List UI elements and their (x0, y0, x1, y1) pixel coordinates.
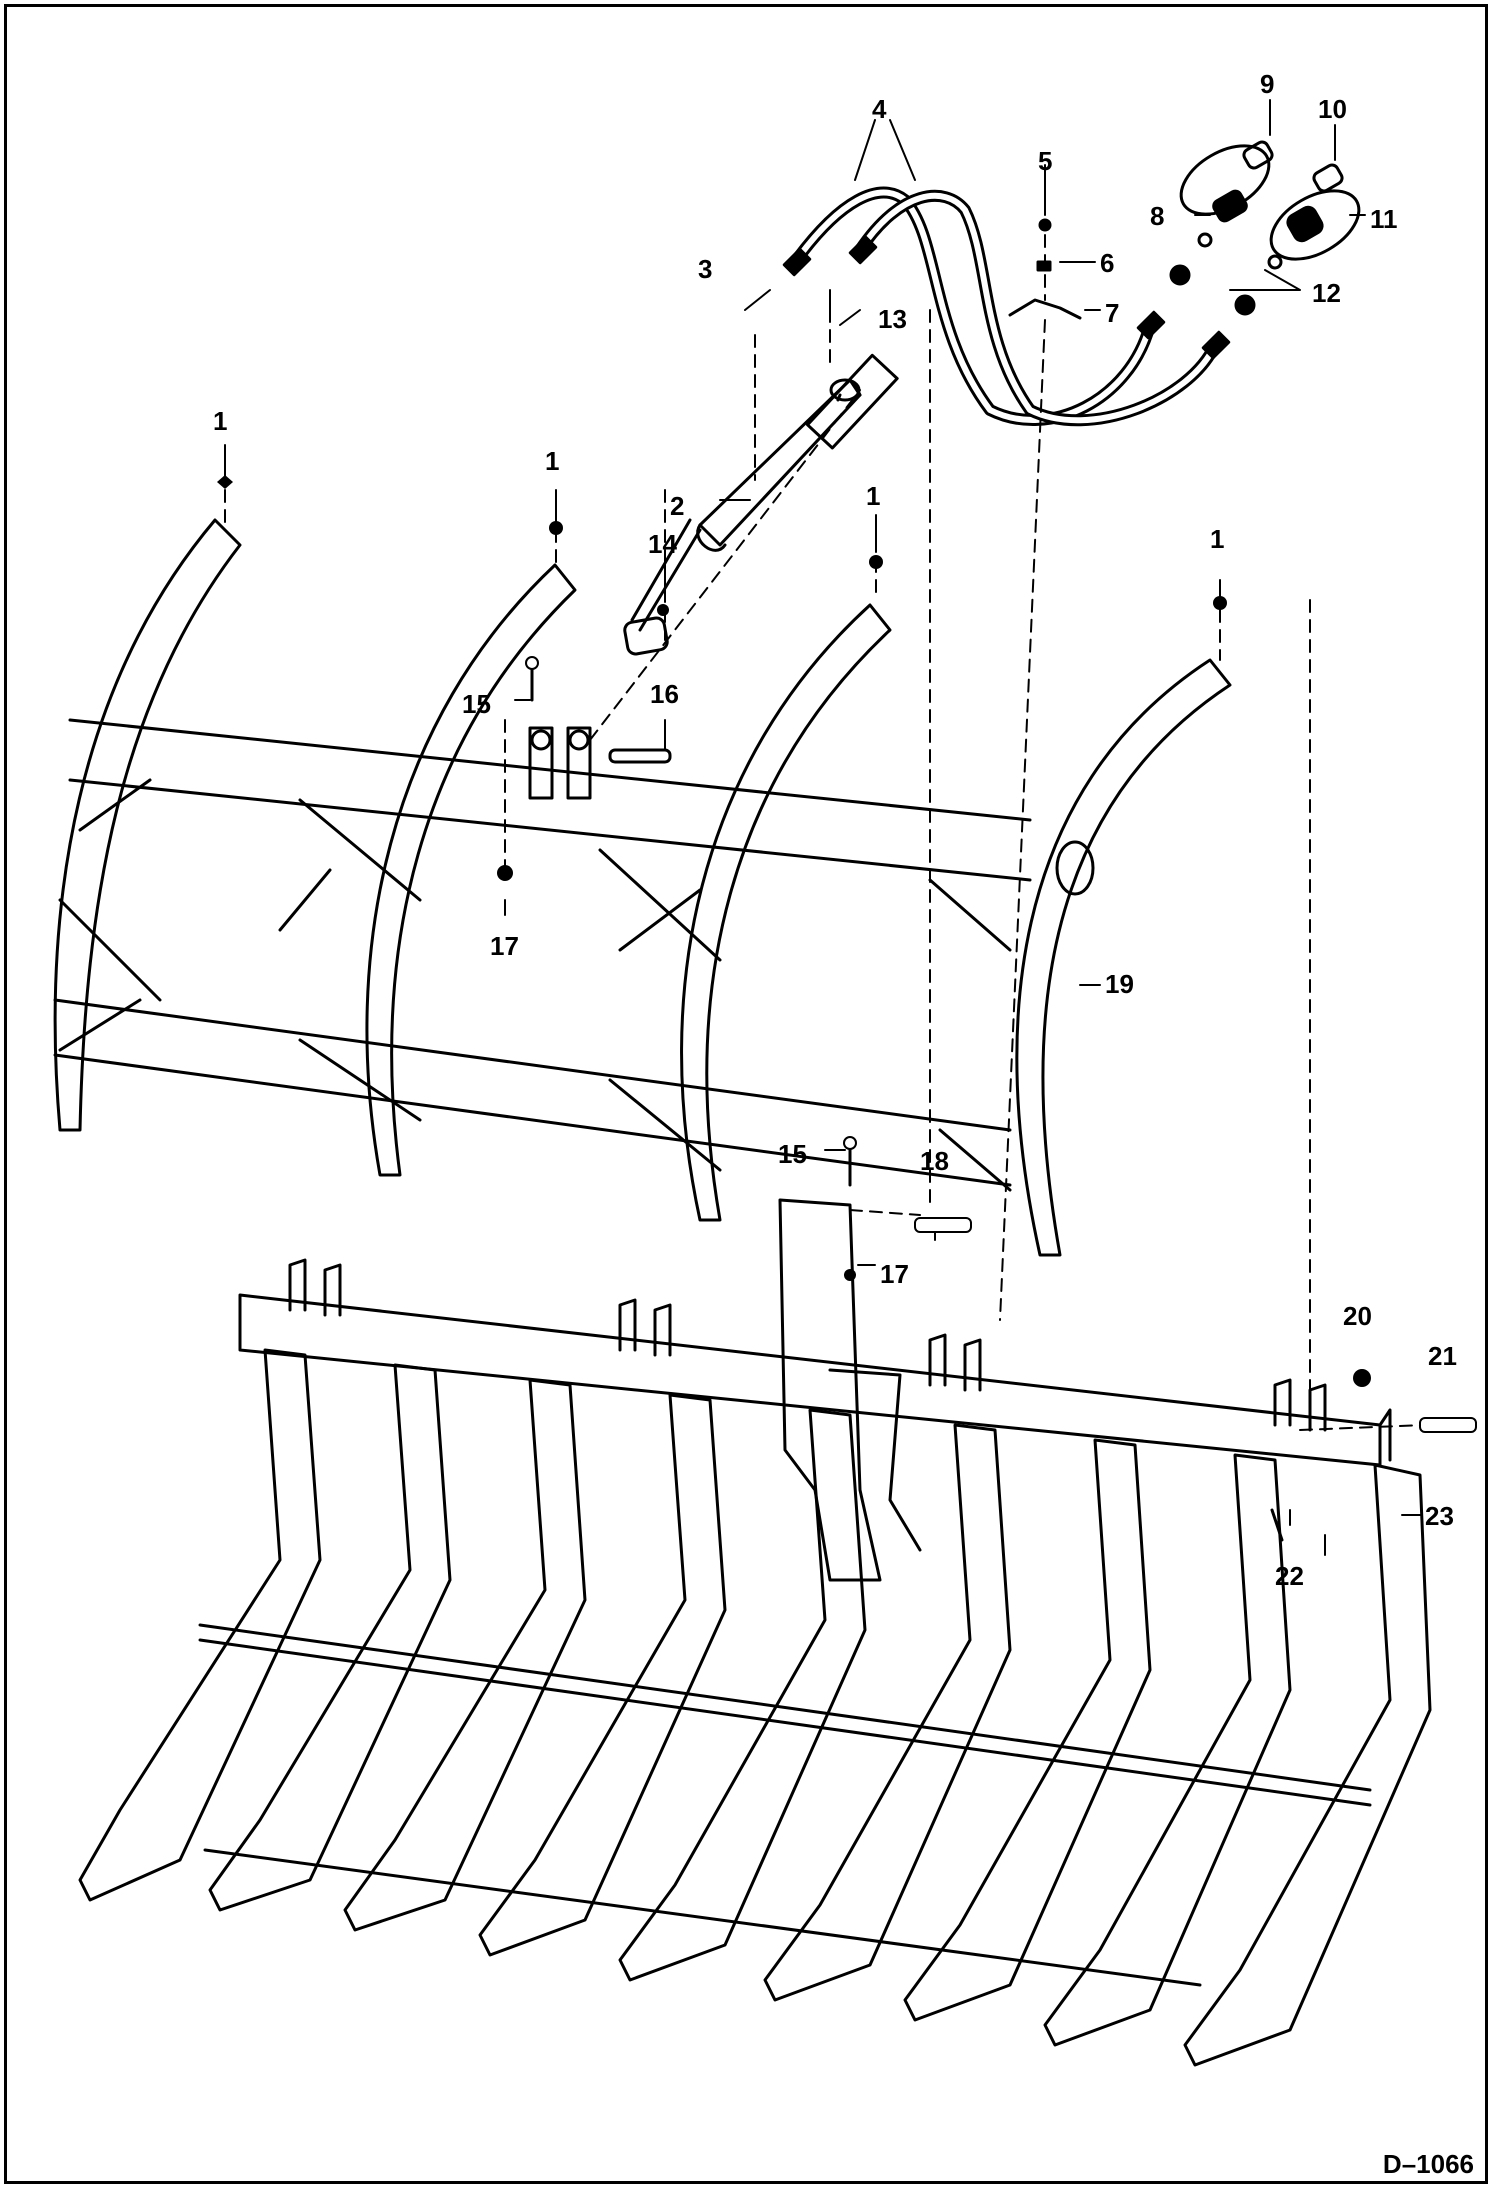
callout-6: 6 (1100, 248, 1114, 278)
callout-11: 11 (1370, 204, 1398, 234)
callout-16: 16 (650, 679, 679, 709)
cylinder-mount-upper (528, 726, 672, 800)
leader-lines (224, 99, 1421, 1556)
upper-grapple-frame (53, 518, 1232, 1257)
callout-5: 5 (1038, 146, 1052, 176)
callout-12: 12 (1312, 278, 1341, 308)
diagram-border (4, 4, 1488, 2184)
callout-2: 2 (670, 491, 684, 521)
callout-1: 1 (1210, 524, 1224, 554)
callout-3: 3 (698, 254, 712, 284)
callout-8: 8 (1150, 201, 1164, 231)
callout-7: 7 (1105, 298, 1119, 328)
callout-15: 15 (462, 689, 491, 719)
callout-18: 18 (920, 1146, 949, 1176)
assembly-lines (224, 234, 1426, 1431)
callout-20: 20 (1343, 1301, 1372, 1331)
callout-17: 17 (490, 931, 519, 961)
callout-4: 4 (872, 94, 887, 124)
callout-13: 13 (878, 304, 907, 334)
fasteners (217, 475, 1477, 1542)
hydraulic-hoses (782, 186, 1231, 427)
callout-14: 14 (648, 529, 677, 559)
callout-19: 19 (1105, 969, 1134, 999)
callout-10: 10 (1318, 94, 1347, 124)
callout-1: 1 (866, 481, 880, 511)
callout-22: 22 (1275, 1561, 1304, 1591)
callout-1: 1 (213, 406, 227, 436)
quick-couplers (1169, 140, 1361, 316)
callout-23: 23 (1425, 1501, 1454, 1531)
document-code: D–1066 (1382, 2149, 1474, 2179)
callout-15: 15 (778, 1139, 807, 1169)
callout-9: 9 (1260, 69, 1274, 99)
lower-grapple-bucket (78, 1198, 1432, 2067)
callout-1: 1 (545, 446, 559, 476)
callout-17: 17 (880, 1259, 909, 1289)
callout-21: 21 (1428, 1341, 1457, 1371)
